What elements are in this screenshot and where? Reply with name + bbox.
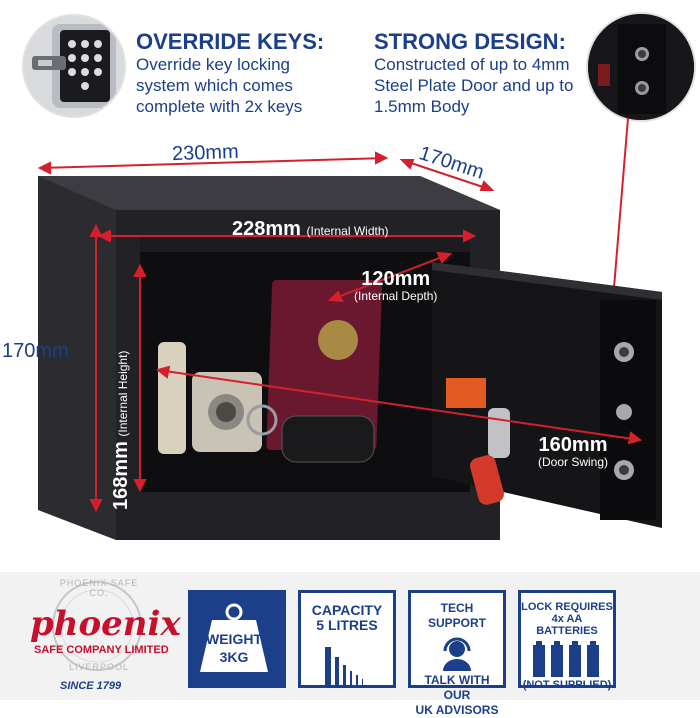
door-bolts-closeup-image (586, 12, 696, 122)
override-key (488, 408, 510, 458)
strong-design-block: STRONG DESIGN: Constructed of up to 4mm … (374, 30, 594, 117)
override-keys-block: OVERRIDE KEYS: Override key locking syst… (136, 30, 366, 117)
internal-width-value: 228mm (232, 218, 301, 240)
door-bolts-icon (588, 14, 694, 120)
override-keys-line-3: complete with 2x keys (136, 97, 303, 116)
logo-ring (52, 581, 142, 671)
battery-line-3: (NOT SUPPLIED) (522, 679, 612, 691)
weight-icon (200, 603, 268, 672)
dimension-arrows (37, 151, 643, 513)
override-keys-line-2: system which comes (136, 76, 293, 95)
bolts-leader-line (611, 117, 629, 313)
battery-line-2: 4x AA BATTERIES (536, 613, 598, 637)
key-tag (470, 455, 504, 505)
weight-value: 3KG (219, 649, 249, 665)
logo-wordmark: phoenix (30, 604, 181, 644)
capacity-value: 5 LITRES (316, 617, 378, 633)
safe-illustration (37, 151, 662, 540)
internal-height-value: 168mm (110, 441, 132, 510)
logo-company-name: SAFE COMPANY LIMITED (34, 644, 169, 656)
internal-height-note: (Internal Height) (116, 350, 130, 437)
tech-support-line-2: TALK WITH OUR (424, 673, 490, 702)
strong-design-line-3: 1.5mm Body (374, 97, 470, 116)
battery-line-1: LOCK REQUIRES (521, 601, 613, 613)
internal-width-label: 228mm (Internal Width) (232, 218, 389, 241)
dimension-width-label: 230mm (171, 140, 240, 166)
internal-height-label: 168mm (Internal Height) (110, 310, 134, 510)
keypad-icon (32, 24, 116, 108)
passport (266, 280, 383, 450)
capacity-bars-icon (325, 647, 363, 685)
battery-badge: LOCK REQUIRES 4x AA BATTERIES (NOT SUPPL… (518, 590, 616, 691)
strong-design-line-1: Constructed of up to 4mm (374, 55, 570, 74)
internal-depth-note: (Internal Depth) (354, 289, 438, 303)
keypad-closeup-image (22, 14, 126, 118)
tech-support-label: TECH SUPPORT (427, 601, 486, 630)
dimension-height-label: 170mm (2, 340, 69, 362)
logo-ring-bottom-text: LIVERPOOL (68, 662, 130, 672)
strong-design-title: STRONG DESIGN: (374, 29, 566, 54)
cash-roll (158, 342, 186, 454)
tech-support-badge: TECH SUPPORT TALK WITH OUR UK ADVISORS (408, 590, 506, 717)
logo-ring-top-text: PHOENIX SAFE CO. (59, 578, 139, 598)
internal-depth-label: 120mm (Internal Depth) (354, 268, 437, 303)
override-keys-title: OVERRIDE KEYS: (136, 29, 325, 54)
strong-design-line-2: Steel Plate Door and up to (374, 76, 574, 95)
safe-top-face (38, 176, 500, 210)
weight-label: WEIGHT (206, 631, 262, 647)
phoenix-logo: PHOENIX SAFE CO. LIVERPOOL phoenix SAFE … (12, 576, 182, 694)
logo-since: SINCE 1799 (60, 680, 122, 692)
door-swing-value: 160mm (538, 434, 608, 456)
battery-icon (533, 641, 599, 677)
internal-depth-value: 120mm (361, 268, 431, 290)
door-swing-label: 160mm (Door Swing) (538, 434, 608, 469)
door-swing-note: (Door Swing) (538, 455, 609, 469)
weight-badge: WEIGHT 3KG (188, 590, 286, 688)
headset-icon (443, 637, 471, 671)
tech-support-line-3: UK ADVISORS (415, 703, 499, 717)
capacity-badge: CAPACITY 5 LITRES (298, 590, 396, 688)
override-keys-line-1: Override key locking (136, 55, 291, 74)
internal-width-note: (Internal Width) (306, 224, 389, 238)
capacity-label: CAPACITY (311, 602, 383, 618)
car-key (281, 415, 375, 463)
